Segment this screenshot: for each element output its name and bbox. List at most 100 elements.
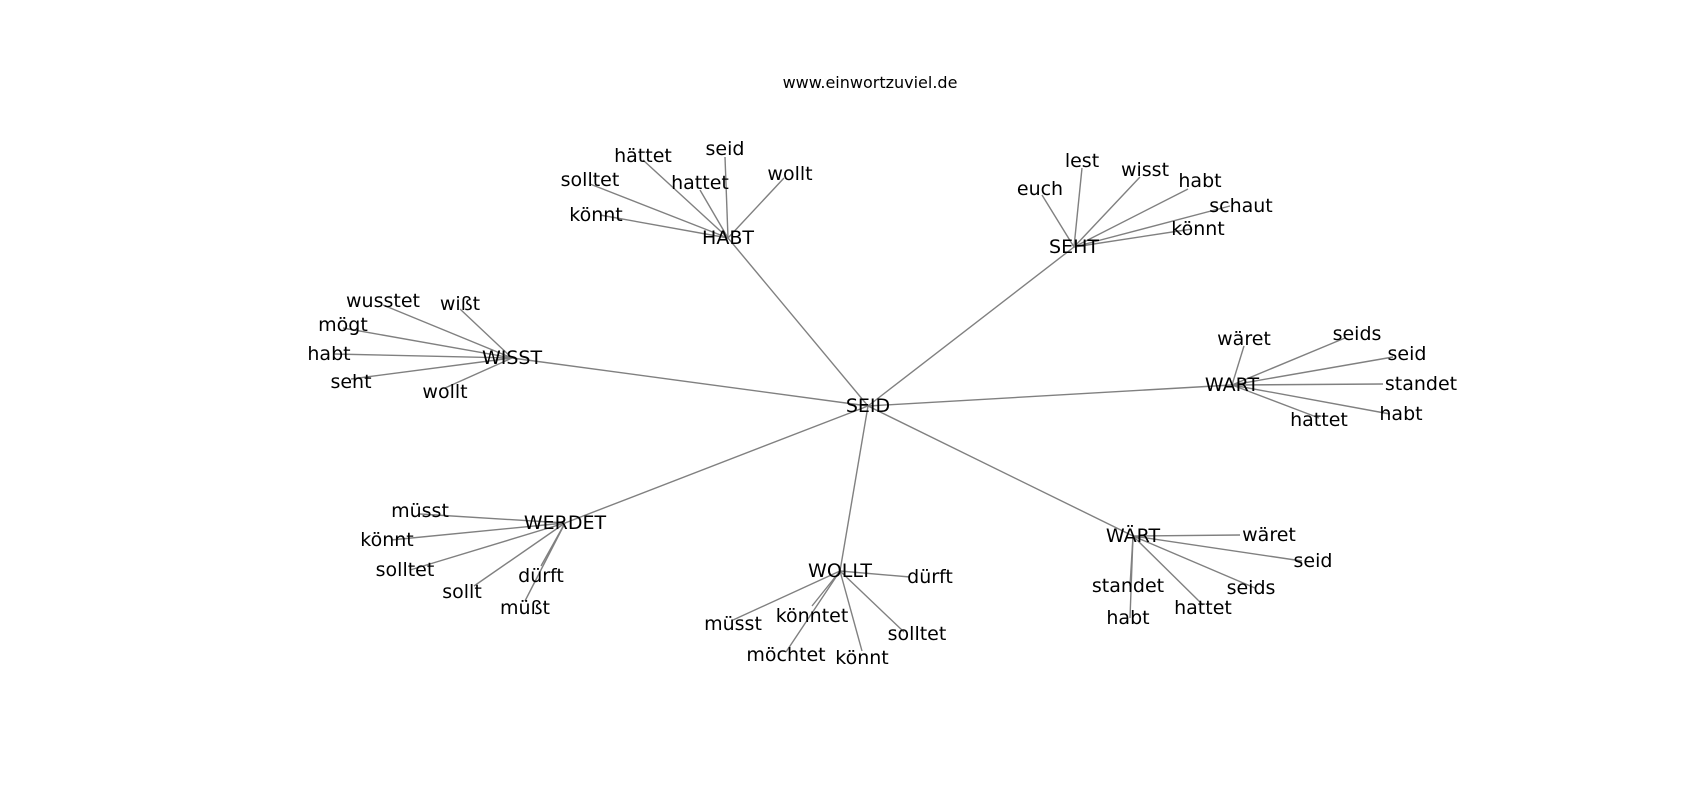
leaf-node-seht: schaut [1209, 195, 1273, 217]
edge-wollt-leaf [839, 570, 863, 652]
leaf-node-wart: standet [1385, 373, 1457, 395]
leaf-node-wollt: müsst [704, 613, 762, 635]
edge-wollt-leaf [839, 570, 911, 578]
edge-wart-leaf [1231, 356, 1394, 386]
edge-wisst-leaf [382, 304, 513, 359]
edge-waert-leaf [1132, 535, 1303, 562]
edge-wart-leaf [1231, 383, 1384, 386]
leaf-node-werdet: dürft [518, 565, 564, 587]
leaf-node-wollt: solltet [888, 623, 947, 645]
edges [332, 156, 1394, 653]
edge-waert-leaf [1129, 535, 1134, 619]
leaf-node-waert: standet [1092, 575, 1164, 597]
leaf-node-wisst: wißt [440, 293, 480, 315]
edge-seht-leaf [1073, 205, 1231, 248]
leaf-node-habt: solltet [561, 169, 620, 191]
edge-seht-leaf [1041, 194, 1075, 248]
leaf-node-wisst: habt [307, 343, 350, 365]
edge-root-waert [867, 405, 1134, 537]
edge-root-werdet [564, 405, 869, 524]
edge-root-seht [867, 246, 1075, 407]
leaf-node-werdet: könnt [360, 529, 413, 551]
leaf-node-wart: seids [1333, 323, 1382, 345]
hub-node-seht: SEHT [1049, 236, 1099, 258]
leaf-node-wart: wäret [1217, 328, 1271, 350]
edge-habt-leaf [699, 189, 729, 239]
leaf-node-seht: könnt [1171, 218, 1224, 240]
leaf-node-werdet: sollt [442, 581, 482, 603]
leaf-node-waert: hattet [1174, 597, 1232, 619]
edge-werdet-leaf [390, 522, 566, 541]
edge-seht-leaf [1073, 176, 1141, 248]
leaf-node-wollt: möchtet [746, 644, 825, 666]
leaf-node-habt: hattet [671, 172, 729, 194]
root-node: SEID [846, 395, 890, 417]
edge-seht-leaf [1073, 167, 1083, 248]
edge-root-wart [867, 384, 1233, 407]
leaf-node-wisst: seht [330, 371, 371, 393]
leaf-node-wisst: wusstet [346, 290, 420, 312]
edge-wisst-leaf [332, 353, 513, 359]
leaf-node-habt: wollt [767, 163, 812, 185]
edge-root-habt [727, 237, 869, 407]
edge-wollt-leaf [839, 570, 905, 633]
edge-seht-leaf [1073, 188, 1189, 248]
leaf-node-wollt: könnt [835, 647, 888, 669]
edge-wart-leaf [1231, 384, 1320, 419]
edge-habt-leaf [642, 159, 729, 239]
leaf-node-seht: lest [1065, 150, 1099, 172]
edge-wisst-leaf [350, 357, 513, 380]
leaf-node-waert: seids [1227, 577, 1276, 599]
edge-werdet-leaf [473, 522, 566, 587]
leaf-node-habt: könnt [569, 204, 622, 226]
leaf-node-werdet: müßt [500, 597, 550, 619]
edge-wart-leaf [1231, 384, 1391, 415]
leaf-node-wisst: mögt [318, 314, 368, 336]
leaf-node-waert: seid [1294, 550, 1333, 572]
leaf-node-wisst: wollt [422, 381, 467, 403]
leaf-node-waert: wäret [1242, 524, 1296, 546]
leaf-node-seht: euch [1017, 178, 1063, 200]
leaf-node-werdet: solltet [376, 559, 435, 581]
edge-habt-leaf [727, 177, 785, 239]
site-url: www.einwortzuviel.de [783, 73, 958, 92]
edge-root-wisst [511, 357, 869, 407]
edge-werdet-leaf [524, 522, 566, 602]
edge-waert-leaf [1132, 535, 1204, 606]
edge-werdet-leaf [409, 522, 566, 571]
edge-waert-leaf [1132, 534, 1241, 537]
hub-node-waert: WÄRT [1106, 524, 1161, 547]
leaf-node-habt: seid [706, 138, 745, 160]
hub-node-habt: HABT [702, 227, 754, 249]
hub-node-wisst: WISST [482, 347, 543, 369]
edge-wart-leaf [1231, 337, 1346, 386]
leaf-node-habt: hättet [614, 145, 672, 167]
edge-wisst-leaf [459, 308, 513, 359]
leaf-node-seht: wisst [1121, 159, 1169, 181]
edge-habt-leaf [724, 156, 729, 239]
leaf-node-wart: hattet [1290, 409, 1348, 431]
edge-wart-leaf [1231, 345, 1245, 386]
hub-node-wart: WART [1205, 374, 1260, 396]
edge-wisst-leaf [342, 327, 513, 359]
edge-seht-leaf [1073, 228, 1193, 248]
leaf-node-waert: habt [1106, 607, 1149, 629]
edge-habt-leaf [589, 183, 729, 239]
hub-node-wollt: WOLLT [808, 560, 872, 582]
leaf-node-wollt: könntet [776, 605, 849, 627]
leaf-node-wollt: dürft [907, 566, 953, 588]
edge-root-wollt [839, 405, 869, 572]
edge-wisst-leaf [444, 357, 513, 389]
edge-wollt-leaf [732, 570, 841, 621]
edge-wollt-leaf [785, 570, 841, 653]
leaf-node-wart: seid [1388, 343, 1427, 365]
edge-waert-leaf [1132, 535, 1256, 589]
hub-node-werdet: WERDET [524, 512, 607, 534]
edge-werdet-leaf [419, 513, 566, 524]
leaf-node-seht: habt [1178, 170, 1221, 192]
edge-habt-leaf [599, 214, 729, 239]
leaf-node-wart: habt [1379, 403, 1422, 425]
leaf-node-werdet: müsst [391, 500, 449, 522]
